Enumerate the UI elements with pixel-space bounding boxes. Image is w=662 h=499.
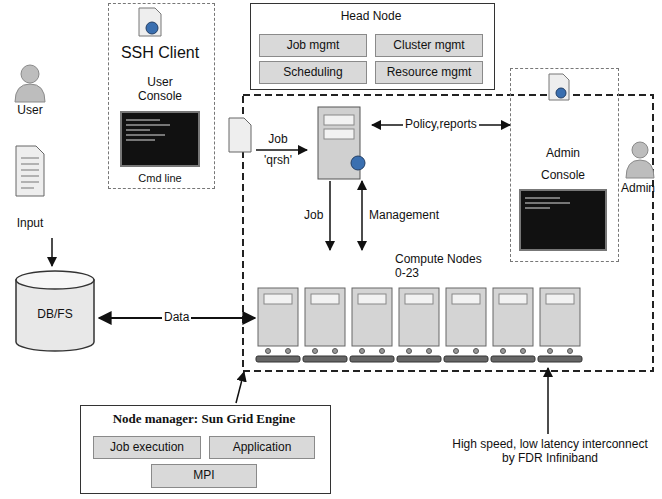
connector-arrow — [329, 181, 331, 250]
infiniband-link — [538, 356, 582, 362]
server-tower — [258, 288, 298, 346]
infiniband-link — [350, 356, 394, 362]
port — [266, 349, 271, 354]
port — [501, 349, 506, 354]
server-tower — [399, 288, 439, 346]
node-label: SSH Client — [109, 44, 211, 62]
box-label: Job mgmt — [287, 39, 340, 53]
server-tower — [352, 288, 392, 346]
node-label: Head Node — [251, 10, 491, 24]
port — [286, 349, 291, 354]
arrow-label: Job — [262, 133, 294, 147]
server-tower — [305, 288, 345, 346]
connector-label: Job — [304, 209, 323, 223]
head-node-box: Head NodeJob mgmt Cluster mgmtScheduling R… — [250, 3, 495, 90]
server-bay — [358, 294, 386, 304]
port — [313, 349, 318, 354]
note-label: High speed, low latency interconnect by … — [448, 438, 652, 466]
input-arrow — [51, 238, 53, 266]
server-tower — [446, 288, 486, 346]
port — [454, 349, 459, 354]
head-server — [310, 105, 372, 181]
job-submit-arrow — [256, 149, 307, 151]
admin-terminal — [520, 190, 606, 250]
connector-label: Data — [162, 311, 191, 325]
box-label: Job execution — [110, 441, 184, 455]
input-document-icon — [16, 146, 44, 196]
box-label: Resource mgmt — [387, 66, 472, 80]
compute-nodes: Compute Nodes 0-23 — [255, 250, 587, 365]
server-tower — [540, 288, 580, 346]
user-terminal — [121, 112, 199, 166]
node-manager-leader — [236, 372, 244, 403]
function-box: MPI — [151, 464, 257, 488]
icon-label: Input — [6, 217, 54, 231]
function-box: Application — [209, 436, 315, 459]
function-box: Job mgmt — [259, 34, 367, 57]
node-label: DB/FS — [15, 308, 95, 322]
port — [360, 349, 365, 354]
connector-label: Management — [369, 209, 439, 223]
arrow-label: 'qrsh' — [256, 154, 300, 168]
server-bay — [452, 294, 480, 304]
node-manager-box: Node manager: Sun Grid EngineJob executi… — [80, 405, 331, 494]
admin-icon — [549, 74, 569, 100]
node-label: Node manager: Sun Grid Engine — [81, 412, 327, 427]
function-box: Scheduling — [259, 61, 367, 84]
database-cylinder: DB/FS — [15, 270, 99, 352]
server-outline — [310, 105, 372, 181]
server-bay — [311, 294, 339, 304]
infiniband-link — [397, 356, 441, 362]
admin-person-icon — [626, 142, 654, 178]
connector-arrow — [361, 181, 363, 250]
job-document-icon — [229, 118, 251, 152]
server-bay — [499, 294, 527, 304]
port — [407, 349, 412, 354]
server-tower — [493, 288, 533, 346]
function-box: Resource mgmt — [375, 61, 483, 84]
infiniband-link — [444, 356, 488, 362]
port — [380, 349, 385, 354]
infiniband-link — [256, 356, 300, 362]
function-box: Job execution — [93, 436, 201, 459]
user-console-box: SSH ClientUser ConsoleCmd line — [108, 3, 215, 189]
port — [474, 349, 479, 354]
compute-servers — [256, 288, 582, 362]
box-label: Application — [233, 441, 292, 455]
admin-console-box: AdminConsole — [510, 68, 619, 262]
actor-label: User — [6, 104, 54, 118]
infiniband-link — [303, 356, 347, 362]
box-label: Cluster mgmt — [393, 39, 464, 53]
port — [333, 349, 338, 354]
node-label: Console — [511, 169, 615, 183]
node-label: User Console — [129, 76, 191, 104]
user-icon — [15, 65, 45, 102]
node-label: Cmd line — [109, 172, 211, 185]
function-box: Cluster mgmt — [375, 34, 483, 57]
port — [548, 349, 553, 354]
ssh-icon — [139, 8, 161, 36]
infiniband-link — [491, 356, 535, 362]
server-bay — [546, 294, 574, 304]
box-label: MPI — [193, 469, 214, 483]
box-label: Scheduling — [283, 66, 342, 80]
connector-label: Policy,reports — [403, 118, 479, 132]
port — [568, 349, 573, 354]
server-bay — [405, 294, 433, 304]
server-bay — [264, 294, 292, 304]
actor-label: Admin — [616, 182, 660, 196]
port — [427, 349, 432, 354]
port — [521, 349, 526, 354]
node-label: Admin — [511, 147, 615, 161]
cluster-boundary — [243, 95, 653, 371]
group-heading: Compute Nodes 0-23 — [395, 253, 487, 281]
interconnect-arrow — [547, 368, 549, 434]
